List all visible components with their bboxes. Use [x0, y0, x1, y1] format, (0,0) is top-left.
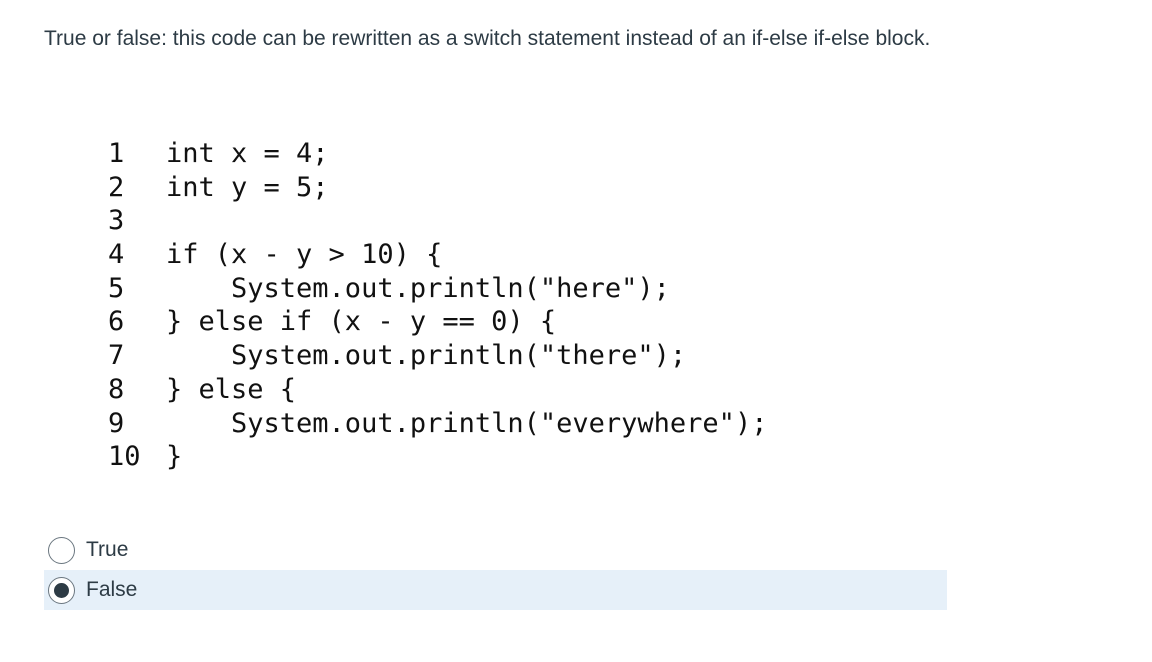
line-number: 5	[108, 272, 125, 304]
line-number: 9	[108, 407, 125, 439]
answer-label: False	[86, 578, 138, 601]
code-line: 1 int x = 4;	[108, 137, 767, 171]
code-line: 10}	[108, 440, 767, 474]
question-text: True or false: this code can be rewritte…	[44, 27, 931, 50]
code-line: 4 if (x - y > 10) {	[108, 238, 767, 272]
line-number: 8	[108, 373, 125, 405]
code-block: 1 int x = 4; 2 int y = 5; 3 4 if (x - y > 1…	[108, 137, 767, 474]
code-text: System.out.println("everywhere");	[166, 407, 768, 439]
line-number: 1	[108, 138, 125, 169]
line-number: 7	[108, 340, 125, 372]
line-number: 10	[108, 441, 141, 473]
code-text: } else if (x - y == 0) {	[166, 306, 557, 338]
previous-question-header-clipped	[22, 0, 282, 4]
line-number: 3	[108, 205, 125, 237]
answer-label: True	[86, 538, 129, 561]
code-line: 3	[108, 204, 767, 238]
line-number: 4	[108, 239, 125, 271]
next-question-header-clipped	[20, 652, 420, 662]
code-text: }	[166, 441, 183, 473]
code-text: } else {	[166, 373, 297, 405]
code-line: 8 } else {	[108, 373, 767, 407]
radio-dot	[54, 582, 69, 598]
line-number: 6	[108, 306, 125, 338]
line-number: 2	[108, 171, 125, 203]
code-text: if (x - y > 10) {	[166, 239, 443, 271]
answer-option-true[interactable]: True	[44, 530, 947, 570]
code-line: 9 System.out.println("everywhere");	[108, 407, 767, 441]
code-text: int x = 4;	[166, 138, 329, 169]
code-text: System.out.println("there");	[166, 340, 687, 372]
radio-button-unselected-icon[interactable]	[48, 536, 75, 564]
radio-button-selected-icon[interactable]	[48, 576, 75, 604]
code-line: 6 } else if (x - y == 0) {	[108, 305, 767, 339]
answer-options: True False	[44, 530, 947, 610]
answer-option-false[interactable]: False	[44, 570, 947, 610]
code-text: int y = 5;	[166, 171, 329, 203]
code-line: 5 System.out.println("here");	[108, 272, 767, 306]
code-text: System.out.println("here");	[166, 272, 670, 304]
code-line: 2 int y = 5;	[108, 171, 767, 205]
code-line: 7 System.out.println("there");	[108, 339, 767, 373]
